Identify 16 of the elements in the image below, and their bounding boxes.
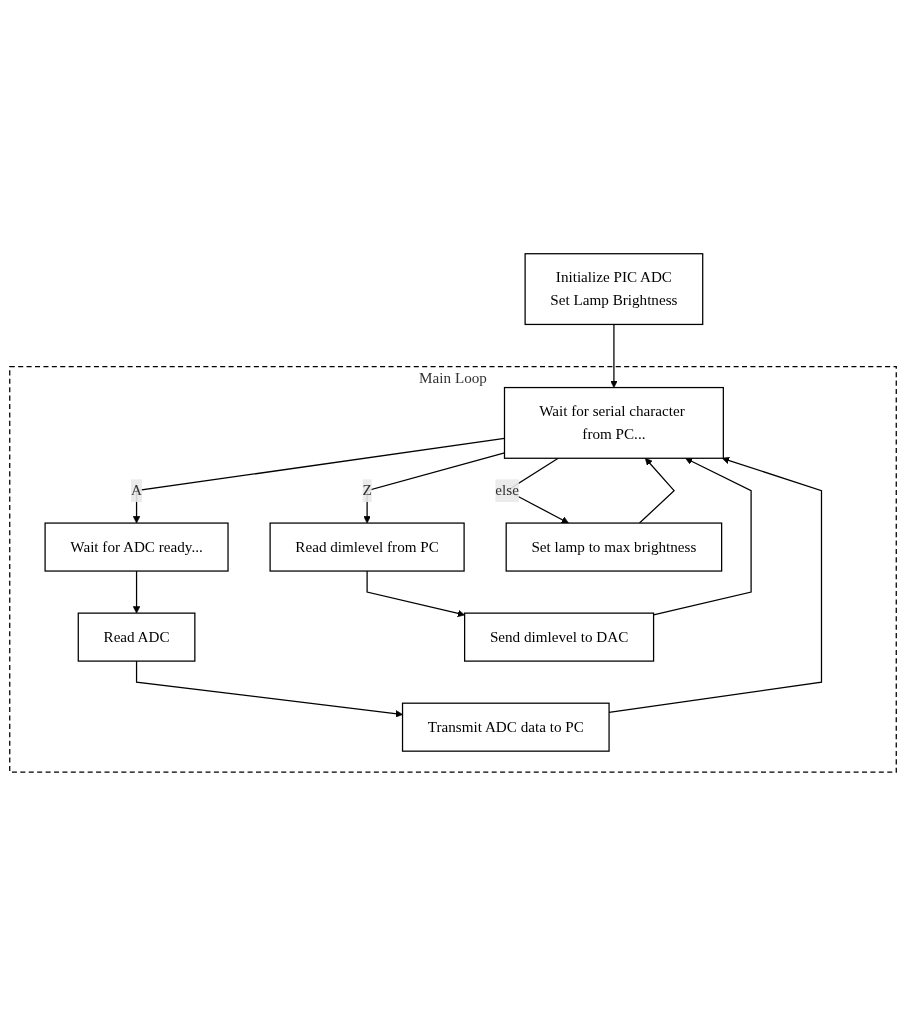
arrow: [366, 569, 465, 617]
node-box: Transmit ADC data to PC: [401, 702, 610, 752]
edge-label: Z: [362, 481, 372, 499]
node-box: Initialize PIC ADC Set Lamp Brightness: [524, 252, 704, 325]
edge-label: A: [131, 481, 143, 499]
arrow: [132, 569, 141, 613]
node-box: Wait for serial character from PC...: [503, 386, 724, 459]
arrow: [135, 660, 403, 717]
node-box: Set lamp to max brightness: [505, 521, 723, 572]
arrow: [638, 457, 675, 524]
edge-label: else: [495, 481, 519, 499]
node-box: Read ADC: [77, 612, 196, 662]
node-box: Wait for ADC ready...: [44, 521, 229, 572]
node-box: Send dimlevel to DAC: [464, 612, 655, 662]
node-box: Read dimlevel from PC: [269, 521, 465, 572]
arrow: [610, 323, 618, 388]
